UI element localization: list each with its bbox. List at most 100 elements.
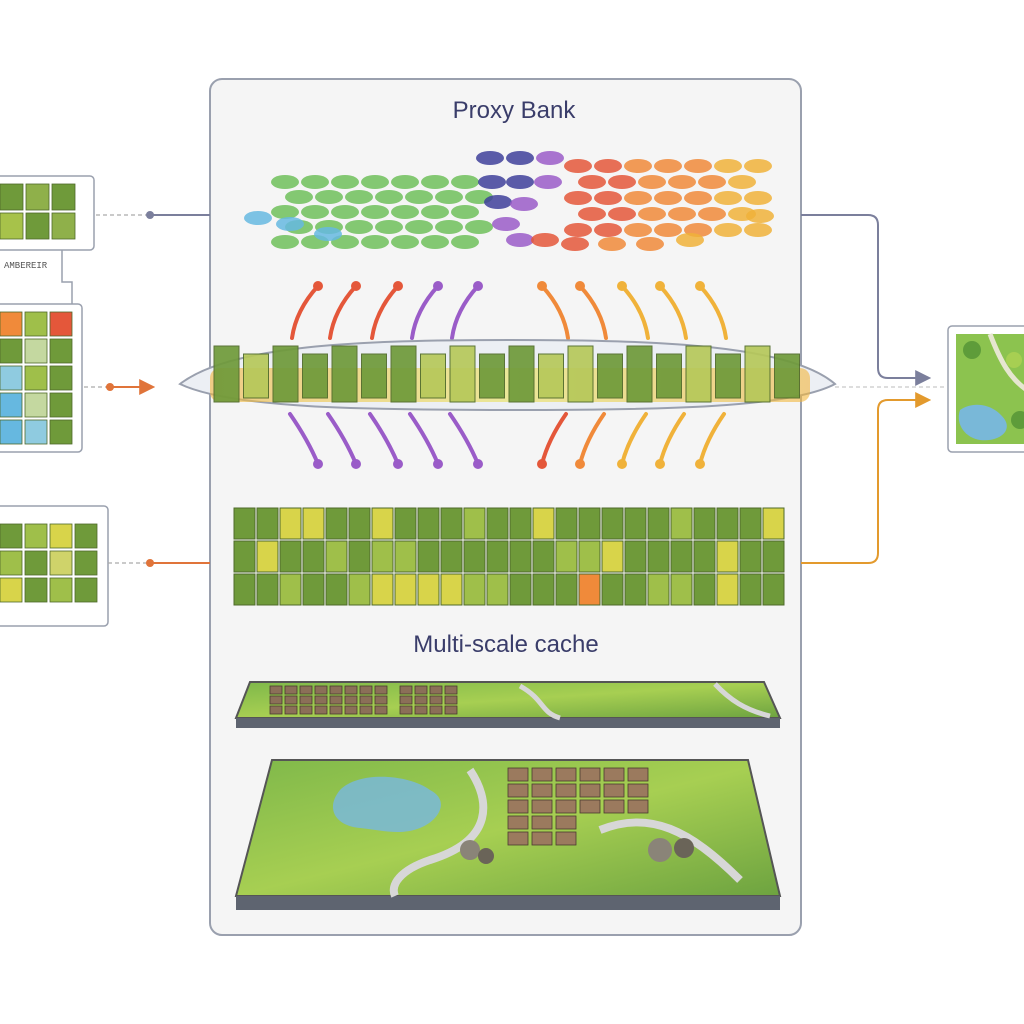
grid-tile — [647, 507, 670, 540]
map-lake — [332, 776, 441, 833]
curve-arrow — [540, 284, 570, 340]
grid-tile — [509, 573, 532, 606]
proxy-dot — [668, 175, 696, 189]
grid-tile — [302, 507, 325, 540]
band-tile — [567, 345, 594, 403]
proxy-dot — [594, 223, 622, 237]
band-tile — [213, 345, 240, 403]
proxy-dot — [301, 205, 329, 219]
band-tile — [272, 345, 299, 403]
proxy-dot — [375, 220, 403, 234]
proxy-dot — [564, 159, 592, 173]
cache-tile — [414, 695, 428, 705]
cache-tile — [269, 685, 283, 695]
grid-tile — [670, 540, 693, 573]
cache-tile — [555, 831, 577, 846]
thumb-tile — [24, 550, 48, 576]
grid-tile — [348, 507, 371, 540]
proxy-dot — [561, 237, 589, 251]
thumb-tile — [0, 550, 23, 576]
grid-tile — [578, 507, 601, 540]
cache-tile — [444, 695, 458, 705]
cache-tile — [299, 685, 313, 695]
grid-tile — [647, 540, 670, 573]
proxy-dot — [676, 233, 704, 247]
proxy-dot — [608, 207, 636, 221]
thumb-tile — [24, 523, 48, 549]
thumb-tile — [0, 183, 24, 211]
grid-tile — [624, 507, 647, 540]
curve-arrow — [658, 284, 688, 340]
cache-tile — [507, 767, 529, 782]
curve-arrow — [698, 284, 728, 340]
thumb-tile — [0, 212, 24, 240]
band-tile — [715, 353, 741, 399]
proxy-dot — [578, 175, 606, 189]
cache-tile — [329, 705, 343, 715]
cache-tile — [579, 799, 601, 814]
grid-tile — [762, 573, 785, 606]
input-thumb-middle — [0, 303, 83, 453]
proxy-dot — [331, 205, 359, 219]
cache-tile — [374, 685, 388, 695]
grid-tile — [532, 507, 555, 540]
cache-tile — [555, 815, 577, 830]
cache-tile — [507, 831, 529, 846]
thumb-tile — [49, 338, 73, 364]
cache-tile — [344, 685, 358, 695]
thumb-tile — [0, 392, 23, 418]
cache-tile — [507, 783, 529, 798]
band-tile — [597, 353, 623, 399]
cache-slab-large — [234, 759, 782, 910]
proxy-dot — [484, 195, 512, 209]
grid-tile — [279, 540, 302, 573]
proxy-dot — [714, 223, 742, 237]
proxy-dot — [534, 175, 562, 189]
grid-tile — [417, 540, 440, 573]
cache-tile — [314, 685, 328, 695]
output-map-thumbnail — [947, 325, 1024, 453]
grid-tile — [670, 507, 693, 540]
proxy-dot — [654, 159, 682, 173]
proxy-dot — [564, 191, 592, 205]
thumb-tile — [24, 392, 48, 418]
thumb-tile — [49, 577, 73, 603]
proxy-dot — [244, 211, 272, 225]
cache-tile — [555, 799, 577, 814]
thumb-tile — [24, 338, 48, 364]
cache-tile — [429, 685, 443, 695]
grid-tile — [509, 507, 532, 540]
proxy-dot — [451, 235, 479, 249]
proxy-dot — [598, 237, 626, 251]
proxy-dot — [476, 151, 504, 165]
band-tile — [390, 345, 417, 403]
grid-tile — [624, 573, 647, 606]
thumb-tile — [25, 212, 50, 240]
grid-tile — [325, 573, 348, 606]
proxy-dot — [714, 191, 742, 205]
cache-tile — [299, 705, 313, 715]
thumb-tile — [49, 523, 73, 549]
thumb-tile — [49, 550, 73, 576]
curve-arrow — [578, 284, 608, 340]
grid-tile — [555, 573, 578, 606]
proxy-dot — [510, 197, 538, 211]
proxy-dot — [361, 235, 389, 249]
proxy-dot — [405, 190, 433, 204]
grid-tile — [716, 540, 739, 573]
grid-tile — [440, 540, 463, 573]
right-connectors — [801, 214, 946, 564]
panel-title: Proxy Bank — [453, 97, 577, 124]
proxy-dot — [624, 191, 652, 205]
band-tile — [243, 353, 269, 399]
cache-tile — [374, 695, 388, 705]
side-caption: AMBEREIR — [4, 261, 48, 271]
cache-tile — [329, 695, 343, 705]
cache-tile — [627, 767, 649, 782]
proxy-dot — [684, 191, 712, 205]
proxy-dot — [345, 220, 373, 234]
band-tile — [774, 353, 800, 399]
grid-tile — [394, 540, 417, 573]
proxy-dot — [728, 175, 756, 189]
